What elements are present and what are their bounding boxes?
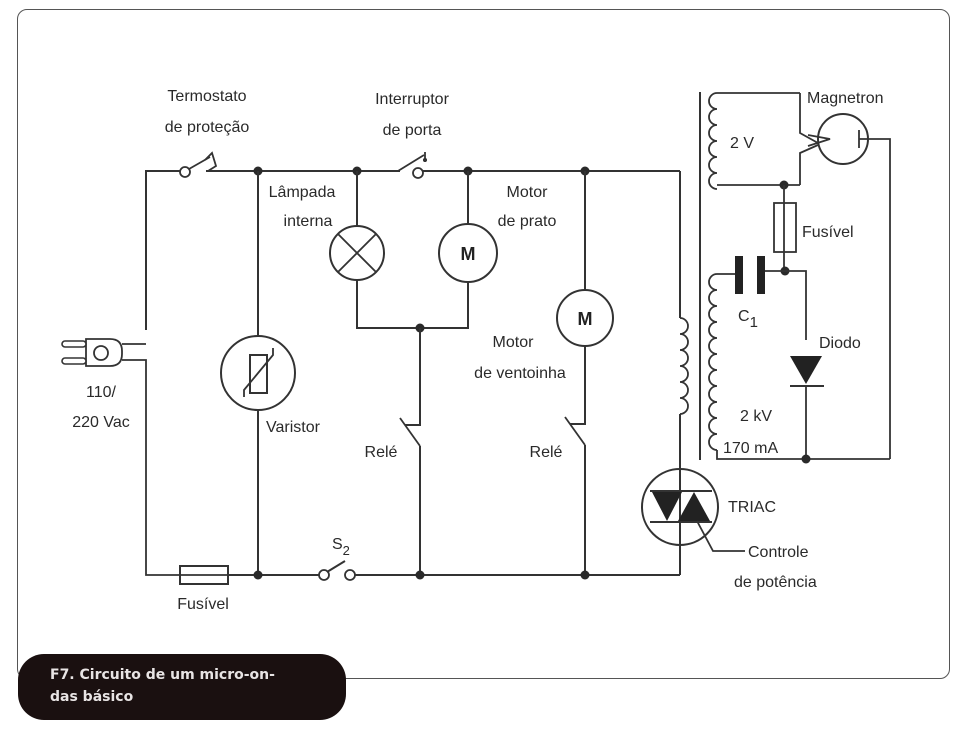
- hv-winding-coil: [708, 273, 890, 460]
- relay-1-switch: [399, 328, 421, 575]
- power-control-label-1: Controle: [748, 544, 809, 561]
- main-fuse-icon: [179, 565, 229, 585]
- hv-winding-label-1: 2 kV: [740, 408, 772, 425]
- triac-icon: [641, 468, 745, 575]
- plug-icon: [61, 338, 180, 576]
- capacitor-c1-icon: [735, 256, 807, 340]
- relay-2-label: Relé: [530, 444, 563, 461]
- fan-motor-icon: M: [556, 289, 614, 347]
- figure-caption: F7. Circuito de um micro-on- das básico: [18, 654, 346, 720]
- varistor-icon: [220, 335, 296, 411]
- door-switch-label-1: Interruptor: [375, 91, 449, 108]
- diode-icon: [790, 356, 824, 459]
- lamp-label-2: interna: [284, 213, 333, 230]
- fan-motor-label-1: Motor: [493, 334, 535, 351]
- thermostat-label-2: de proteção: [165, 119, 250, 136]
- relay-2-switch: [564, 346, 586, 575]
- motor-m-symbol: M: [461, 244, 476, 264]
- junction-dot: [253, 570, 263, 580]
- door-switch-label-2: de porta: [383, 122, 442, 139]
- lamp-icon: [329, 225, 385, 281]
- varistor-label: Varistor: [266, 419, 321, 436]
- diode-label: Diodo: [819, 335, 861, 352]
- magnetron-icon: [807, 113, 891, 459]
- plug-label-2: 220 Vac: [72, 414, 130, 431]
- hv-fuse-label: Fusível: [802, 224, 854, 241]
- main-fuse-label: Fusível: [177, 596, 229, 613]
- transformer-primary-coil: [679, 317, 689, 470]
- thermostat-label-1: Termostato: [167, 88, 246, 105]
- switch-s2: [318, 560, 356, 581]
- door-switch: [397, 152, 427, 179]
- thermostat-switch: [179, 151, 218, 178]
- filament-voltage-label: 2 V: [730, 135, 754, 152]
- junction-dot: [415, 570, 425, 580]
- turntable-motor-label-1: Motor: [507, 184, 549, 201]
- filament-winding-coil: [708, 92, 819, 190]
- hv-winding-label-2: 170 mA: [723, 440, 778, 457]
- lamp-label-1: Lâmpada: [269, 184, 336, 201]
- junction-dot: [580, 570, 590, 580]
- power-control-label-2: de potência: [734, 574, 817, 591]
- magnetron-label: Magnetron: [807, 90, 884, 107]
- figure-frame: [17, 9, 950, 679]
- plug-label-1: 110/: [86, 384, 117, 401]
- caption-line-2: das básico: [50, 689, 134, 705]
- triac-label: TRIAC: [728, 499, 776, 516]
- turntable-motor-label-2: de prato: [498, 213, 557, 230]
- capacitor-label: C1: [738, 308, 758, 331]
- turntable-motor-icon: M: [438, 223, 498, 283]
- fan-motor-label-2: de ventoinha: [474, 365, 566, 382]
- switch-s2-label: S2: [332, 536, 350, 558]
- relay-1-label: Relé: [365, 444, 398, 461]
- hv-fuse-icon: [773, 185, 797, 271]
- caption-line-1: F7. Circuito de um micro-on-: [50, 667, 275, 683]
- junction-dot: [801, 454, 811, 464]
- motor-m-symbol: M: [578, 309, 593, 329]
- top-rail: [145, 170, 681, 330]
